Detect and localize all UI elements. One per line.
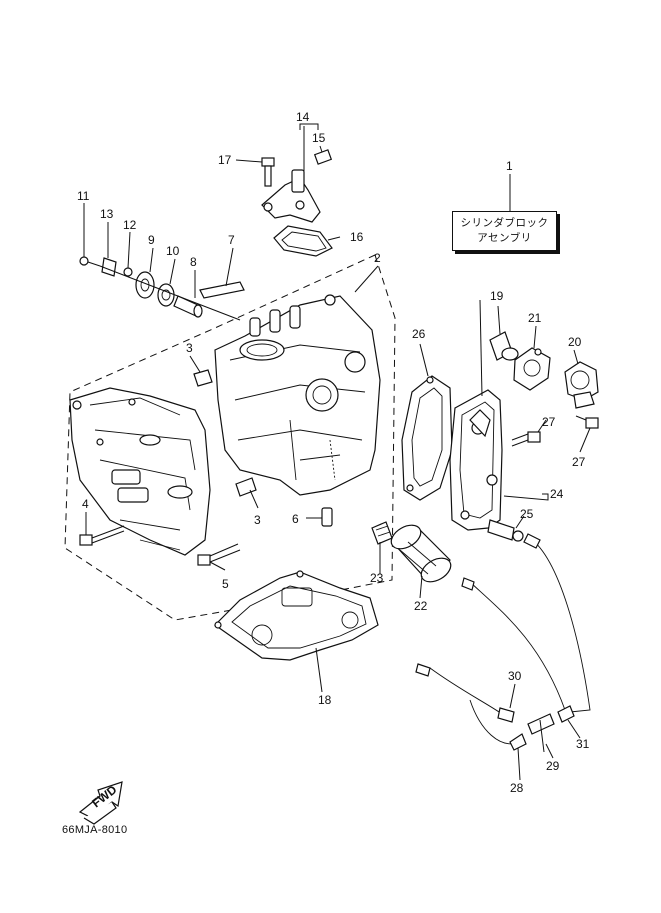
seal-10 [157,283,175,307]
pulley-9 [135,271,155,299]
hose-end-25b [523,533,541,549]
callout-24: 24 [550,487,564,501]
crankcase [69,387,211,556]
callout-6: 6 [292,512,299,526]
callout-17: 17 [218,153,232,167]
thermostat-cover-20 [564,361,599,409]
callout-14: 14 [296,110,310,124]
callout-9: 9 [148,233,155,247]
gasket-26 [401,375,453,501]
screw-11 [79,256,101,267]
callout-18: 18 [318,693,332,707]
bolt-15 [313,149,333,165]
oil-filter-22 [390,524,452,583]
callout-31: 31 [576,737,590,751]
bolt-4 [79,525,125,546]
callout-22: 22 [414,599,428,613]
callout-19: 19 [490,289,504,303]
sender-19 [489,331,519,361]
callout-10: 10 [166,244,180,258]
callout-21: 21 [528,311,542,325]
leader-lines [83,123,591,781]
callout-7: 7 [228,233,235,247]
callout-26: 26 [412,327,426,341]
cylinder-block [214,294,381,496]
fitting-25 [487,519,524,542]
hose-end-31 [557,705,575,723]
screw-12 [123,267,133,277]
bolt-5 [197,543,241,566]
pin-8 [173,295,203,318]
clip-13 [101,257,117,277]
callout-3-lower: 3 [254,513,261,527]
callout-15: 15 [312,131,326,145]
callout-12: 12 [123,218,137,232]
assembly-name-line1: シリンダブロック [460,217,549,229]
callout-8: 8 [190,255,197,269]
hose-end-30 [497,707,515,723]
callout-25: 25 [520,507,534,521]
callout-20: 20 [568,335,582,349]
gasket-21 [513,347,551,391]
callout-11: 11 [77,189,90,203]
callout-27-right: 27 [572,455,586,469]
bolt-17 [261,157,275,187]
assembly-outline [64,254,396,621]
hose-7 [199,281,245,299]
callout-28: 28 [510,781,524,795]
hose-end-28 [509,733,527,751]
callout-30: 30 [508,669,522,683]
fwd-arrow-icon: FWD [78,781,123,825]
bolt-27-right [575,415,599,429]
assembly-name-line2: アセンブリ [477,232,532,244]
callout-29: 29 [546,759,560,773]
drawing-code: 66MJA-8010 [62,824,128,836]
callout-27-left: 27 [542,415,556,429]
bolt-27-left [511,431,541,447]
callout-4: 4 [82,497,89,511]
callout-3-upper: 3 [186,341,193,355]
dowel-pin-3-lower [235,477,257,497]
callout-2: 2 [374,251,381,265]
assembly-name-box: シリンダブロック アセンブリ [452,211,557,251]
pin-6 [321,507,333,527]
callout-5: 5 [222,577,229,591]
callout-1: 1 [506,159,513,173]
callout-23: 23 [370,571,384,585]
callout-13: 13 [100,207,114,221]
dowel-pin-3-upper [193,369,213,387]
stud-23 [371,521,393,545]
bracket-assembly [261,169,333,257]
hose-end-30b [415,663,431,677]
callout-16: 16 [350,230,364,244]
gasket-18 [214,570,379,661]
hose-end-22b [461,577,475,591]
cover-24 [449,389,503,531]
joint-29 [527,713,555,753]
